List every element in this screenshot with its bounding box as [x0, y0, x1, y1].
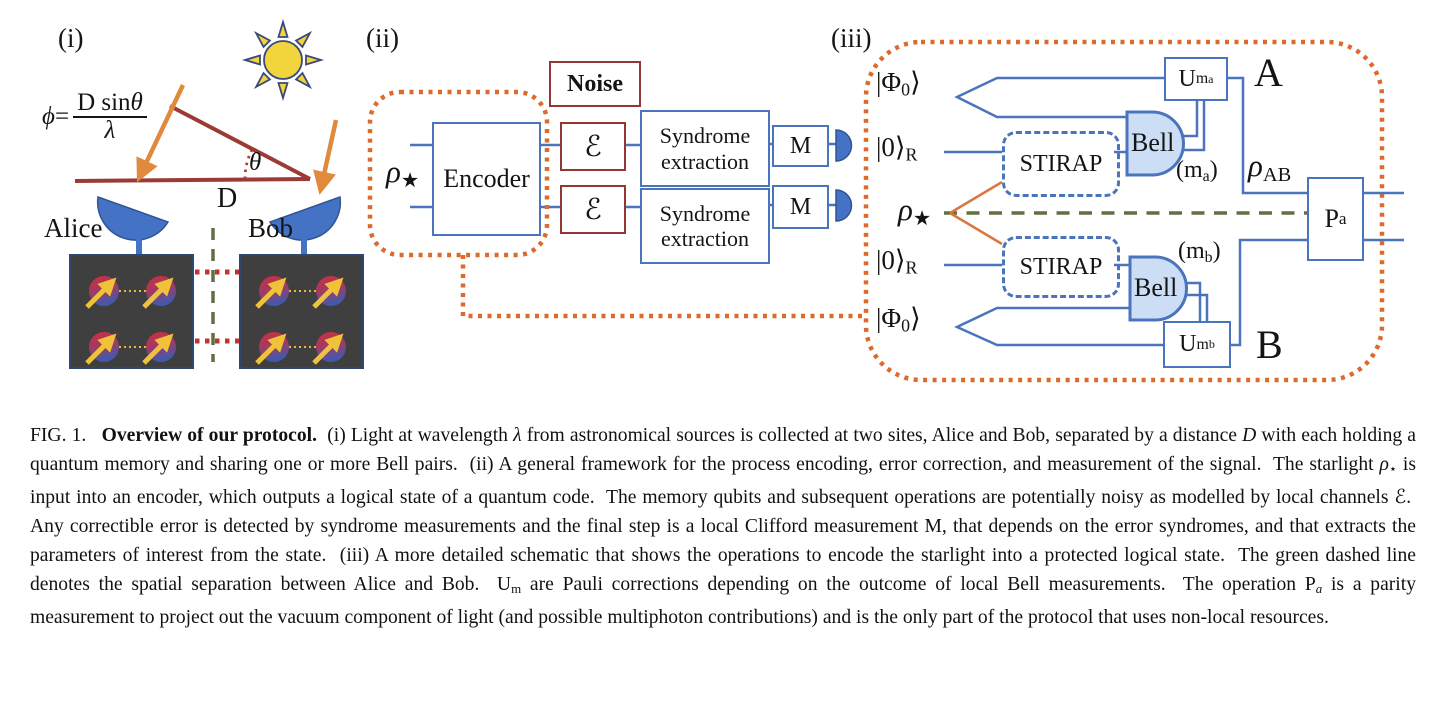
baseline-triangle	[74, 104, 311, 183]
um-b-to-pa-wire	[1227, 238, 1307, 347]
starlight-ray-left	[136, 84, 186, 183]
bell-outcome-a-label: (ma)	[1176, 157, 1218, 185]
qubit-arrow	[312, 333, 344, 365]
bob-dish-stem	[301, 233, 307, 256]
qubit-arrow	[255, 333, 287, 365]
bell-gate-b-label: Bell	[1134, 273, 1178, 302]
encoder-box: Encoder	[432, 122, 541, 236]
bob-dish-bowl	[268, 195, 342, 241]
sun-ray	[277, 82, 289, 102]
qubit-spin-arrows	[85, 277, 344, 365]
syndrome-extraction-box-top: Syndrome extraction	[640, 110, 770, 187]
rho-star-input-iii: ρ★	[898, 192, 932, 231]
sun-ray	[241, 54, 261, 66]
qubit-arrow	[85, 277, 117, 309]
bell-gate-a-label: Bell	[1131, 128, 1175, 157]
noise-channel-box-top: ℰ	[560, 122, 626, 171]
detector-icon	[835, 189, 853, 222]
panel-iii-label: (iii)	[831, 23, 872, 53]
sun-icon	[241, 18, 325, 102]
baseline-d-line	[74, 177, 311, 183]
sun-ray	[294, 71, 313, 90]
sun-ray	[253, 30, 272, 49]
zero-ket-bottom: |0⟩R	[876, 245, 918, 278]
qubit-arrow	[312, 277, 344, 309]
sun-disc	[263, 40, 303, 80]
theta-label: θ	[249, 149, 262, 176]
panel-i-label: (i)	[58, 23, 84, 53]
rho-ab-label: ρAB	[1248, 148, 1292, 187]
starlight-ray-right	[313, 119, 339, 195]
alice-label: Alice	[44, 213, 103, 243]
alice-dish-icon	[96, 195, 170, 256]
formula-denominator: λ	[104, 117, 116, 144]
panel-iii-wires	[944, 76, 1404, 347]
formula-numerator: D sinθ	[73, 90, 147, 118]
sun-ray	[294, 30, 313, 49]
panel-iii-frame-orange	[863, 39, 1385, 383]
sun-ray	[253, 71, 272, 90]
diagram-artwork	[69, 18, 1404, 383]
bell-a-output-wires	[1179, 98, 1206, 152]
distance-label: D	[217, 183, 238, 214]
encoding-frame-orange	[367, 89, 550, 258]
bell-outcome-b-label: (mb)	[1178, 238, 1221, 266]
figure-caption: FIG. 1. Overview of our protocol. (i) Li…	[30, 425, 1416, 629]
stirap-box-top: STIRAP	[1002, 131, 1120, 197]
theta-arc	[243, 147, 254, 180]
measurement-box-top: M	[772, 125, 829, 167]
bell-gate-a	[1125, 110, 1185, 177]
syndrome-extraction-box-bottom: Syndrome extraction	[640, 188, 770, 264]
stirap-box-bottom: STIRAP	[1002, 236, 1120, 298]
bob-label: Bob	[248, 213, 294, 243]
alice-dish-stem	[136, 233, 142, 256]
phi0-ket-top: |Φ0⟩	[876, 67, 921, 100]
qubit-arrow	[142, 277, 174, 309]
panel-ii-label: (ii)	[366, 23, 399, 53]
um-a-to-pa-wire	[1224, 76, 1307, 195]
noise-box: Noise	[549, 61, 641, 107]
bell-b-output-wires	[1182, 281, 1209, 321]
measurement-box-bottom: M	[772, 185, 829, 229]
starlight-branch-lines	[949, 180, 1003, 246]
qubit-arrow	[255, 277, 287, 309]
orange-connector	[460, 255, 866, 319]
entanglement-dotted-links	[195, 269, 239, 344]
bell-gate-b	[1128, 255, 1188, 322]
zero-ket-top: |0⟩R	[876, 132, 918, 165]
qubit-arrow	[142, 333, 174, 365]
rho-star-input-ii: ρ★	[386, 154, 420, 193]
formula-lhs: ϕ=	[42, 103, 70, 130]
phi0-ket-bottom: |Φ0⟩	[876, 303, 921, 336]
bob-dish-icon	[268, 195, 342, 256]
sun-ray	[277, 18, 289, 38]
starlight-rays	[136, 84, 339, 195]
sun-ray	[305, 54, 325, 66]
bell-pair-pennant-top	[954, 76, 1164, 119]
alice-dish-bowl	[96, 195, 170, 241]
qubit-arrow	[85, 333, 117, 365]
noise-channel-box-bottom: ℰ	[560, 185, 626, 234]
hypotenuse-line	[169, 104, 311, 181]
detector-icon	[835, 129, 853, 162]
site-b-label: B	[1256, 322, 1283, 367]
site-a-label: A	[1254, 50, 1283, 95]
bell-pair-pennant-bottom	[954, 306, 1163, 347]
